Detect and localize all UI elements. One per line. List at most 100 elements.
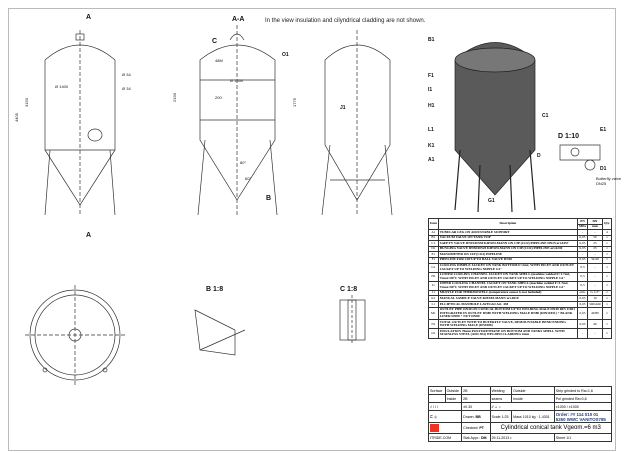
bom-cell-dn: -: [587, 280, 603, 291]
bom-cell-qty: 4: [601, 229, 613, 236]
callout-c1: C1: [542, 113, 549, 119]
tolerance-3: ±1000: [568, 404, 579, 409]
callout-f1: F1: [428, 73, 434, 79]
c-label: C: [212, 38, 218, 45]
bom-cell-qty: 1: [601, 271, 613, 282]
d-label: D: [537, 153, 541, 159]
checked-by: PT: [479, 426, 484, 430]
header-qty: Qty.: [601, 217, 613, 231]
bom-cell-pn: 0,05: [577, 319, 588, 330]
dim-60deg: 60°: [245, 176, 252, 181]
sheet-label: Sheet: [555, 435, 566, 440]
detail-c-label: C 1:8: [340, 286, 358, 293]
front-view-tank: [44, 30, 116, 216]
mass-value: 1010 kg: [522, 414, 536, 419]
bom-cell-pn: 0,05: [577, 240, 588, 247]
bom-cell-item: H1: [428, 271, 439, 282]
drawn-label: Drawn:: [463, 414, 475, 419]
callout-i1: I1: [428, 87, 433, 93]
section-aa-tank: [197, 25, 278, 216]
bom-cell-pn: 0,05: [577, 306, 588, 321]
surface-label: Surface: [428, 386, 446, 395]
detail-d-label: D 1:10: [558, 133, 580, 140]
callout-e1: E1: [600, 127, 607, 133]
top-view-circle: [25, 285, 125, 385]
bom-cell-description: BUNGING VALVE DN50/DN25 KIESELMANN ON CI…: [437, 245, 579, 253]
bom-cell-pn: -: [577, 229, 588, 236]
outside-label: Outside: [444, 386, 463, 395]
bom-cell-pn: -: [577, 328, 588, 339]
inside-label: Inside: [444, 394, 463, 403]
bom-cell-description: SAFETY VALVE DN25/DN50 KIESELMANN ON CIP…: [437, 240, 579, 247]
callout-d1: D1: [600, 166, 607, 172]
inside-value: 2B: [461, 394, 491, 403]
bom-cell-description: TUBULAR LEG ON ADJUSTABLE SUPPORT: [437, 229, 579, 236]
callout-k1: K1: [428, 143, 435, 149]
welding-value: seams: [489, 394, 513, 403]
bom-cell-qty: 1: [601, 262, 613, 273]
bom-cell-qty: 1: [601, 319, 613, 330]
approved-label: Stat.Appr.:: [463, 435, 480, 440]
detail-d-valve: [559, 144, 601, 171]
bom-cell-pn: 0,3: [577, 262, 588, 273]
dim-diameter-outer: Ø 1650: [230, 78, 244, 83]
side-view-tank: [321, 30, 393, 216]
detail-b: [194, 309, 246, 356]
bom-cell-qty: 1: [601, 328, 613, 339]
dim-80deg: 80°: [240, 160, 247, 165]
approved-by: DM: [480, 435, 487, 440]
pol-note: Pol grinded Ra<0,8: [553, 394, 613, 403]
bom-cell-description: COOLING DIMPLE JACKET ON TANK BOTTOM F=2…: [437, 262, 579, 273]
callout-l1: L1: [428, 127, 434, 133]
bom-cell-item: O1: [428, 328, 439, 339]
bom-cell-dn: -: [587, 262, 603, 273]
bom-cell-description: UPPER COOLING CHANNEL JACKET ON TANK SHE…: [437, 280, 579, 291]
outside2-label: Outside: [511, 386, 555, 395]
callout-o1: O1: [282, 52, 289, 58]
bom-cell-dn: 40: [587, 319, 603, 330]
bom-cell-dn: -: [587, 328, 603, 339]
drawing-title: Cylindrical conical tank Vgeom.=6 m3: [489, 422, 613, 434]
mass-label: Mass: [513, 414, 522, 419]
bom-cell-description: TOTAL OUTLET WITH TO BUTERFLY VALVE, DEM…: [437, 319, 579, 330]
roughness-symbols: √ / / /: [427, 402, 463, 411]
material: 1.4301: [538, 414, 550, 419]
bom-cell-description: LOWER COOLING CHANNEL JACKET ON TANK SHE…: [437, 271, 579, 282]
scale-label: Scale: [491, 414, 501, 419]
tank-3d-view: [454, 42, 536, 213]
header-pn: PN: [577, 218, 588, 225]
bom-cell-pn: 0,3: [577, 280, 588, 291]
callout-g1: G1: [488, 198, 495, 204]
sheet-number: 1/1: [566, 435, 572, 440]
b-label: B: [266, 195, 272, 202]
bom-cell-item: M1: [428, 306, 439, 321]
inside2-label: Inside: [511, 394, 555, 403]
geometric-tolerance: // ⊥ ○: [489, 402, 555, 411]
bom-cell-item: I1: [428, 280, 439, 291]
drawn-by: BB: [475, 414, 481, 419]
bom-cell-pn: 0,05: [577, 245, 588, 253]
note-text: In the view insulation and cilyndrical c…: [265, 18, 426, 24]
butterfly-label: Butterfly valve DN25: [596, 176, 622, 186]
callout-j1: J1: [340, 105, 346, 111]
header-mpa: MPa: [577, 223, 588, 231]
bom-cell-description: OUTLET PIPE DN40 ON CONICAL BOTTOM UP TO…: [437, 306, 579, 321]
bom-cell-dn: 40/80: [587, 306, 603, 321]
welding-label: Welding: [489, 386, 513, 395]
bom-cell-qty: 1: [601, 245, 613, 253]
bom-cell-description: INSULATION 70mm POLYURETHANE ON BOTTOM A…: [437, 328, 579, 339]
dim-d34b: Ø 34: [122, 86, 131, 91]
company-logo: [427, 422, 463, 434]
dim-48m: 48M: [215, 58, 223, 63]
projection-symbol: ⊏ ◎: [427, 410, 463, 423]
